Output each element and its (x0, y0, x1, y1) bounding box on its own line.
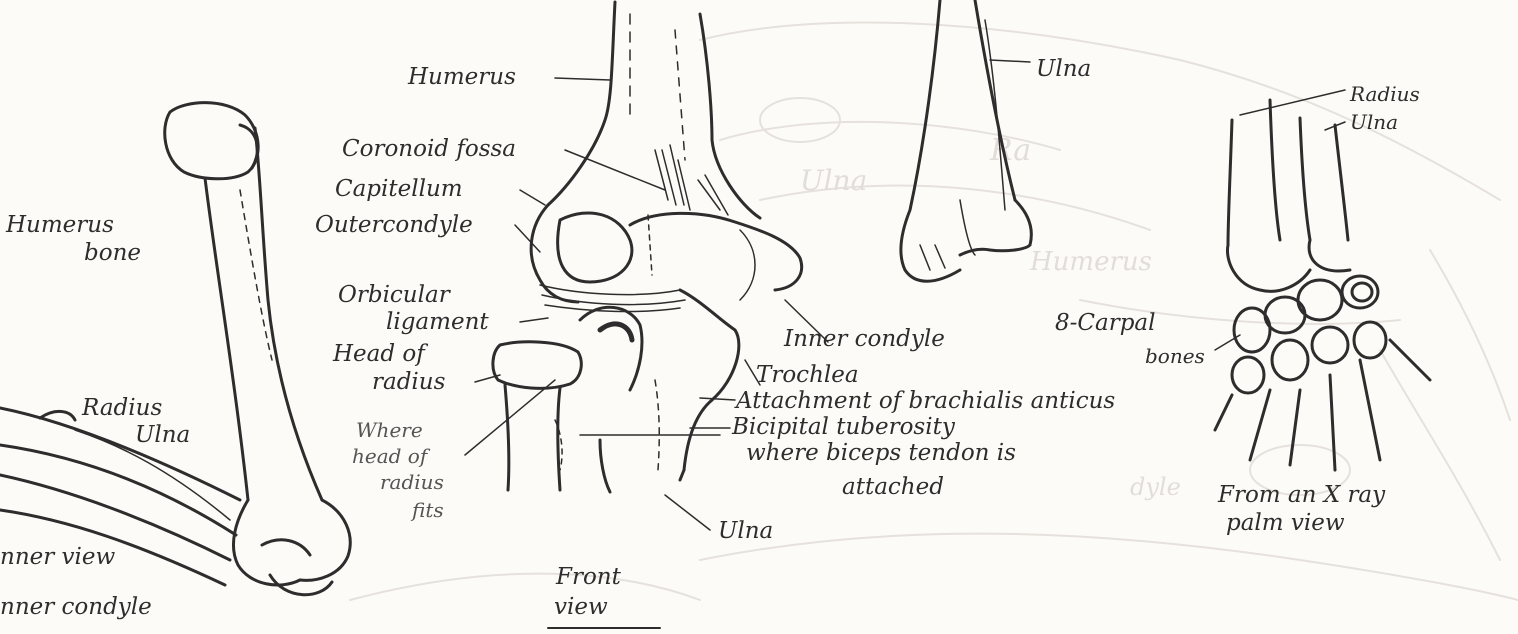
label-inner-view: nner view (0, 546, 115, 569)
label-humerus-bone-2: bone (84, 242, 141, 265)
xray-wrist-drawing (1215, 90, 1430, 470)
svg-text:dyle: dyle (1130, 473, 1181, 501)
label-carpal-2: bones (1145, 346, 1205, 366)
caption-front: Front (556, 566, 621, 589)
caption-xray-2: palm view (1226, 512, 1345, 535)
svg-text:Humerus: Humerus (1029, 247, 1152, 277)
front-leader-lines (465, 78, 828, 628)
front-radius-drawing (493, 342, 581, 490)
label-orbicular-2: ligament (386, 311, 489, 334)
label-xray-ulna: Ulna (1350, 112, 1398, 132)
label-bicipital-3: attached (842, 476, 944, 499)
label-front-ulna: Ulna (718, 520, 773, 543)
label-where-fits-1: Where (356, 420, 423, 440)
label-inner-condyle: Inner condyle (784, 328, 945, 351)
label-outer-condyle: Outercondyle (315, 214, 473, 237)
label-bicipital-1: Bicipital tuberosity (732, 416, 955, 439)
label-head-of-radius-2: radius (372, 371, 445, 394)
label-humerus-bone-1: Humerus (6, 214, 114, 237)
label-brachialis: Attachment of brachialis anticus (736, 390, 1115, 413)
svg-text:Ulna: Ulna (800, 164, 867, 197)
front-ligament-and-ulna-drawing (540, 285, 739, 492)
label-orbicular-1: Orbicular (338, 284, 450, 307)
label-where-fits-3: radius (380, 472, 444, 492)
label-left-inner-condyle: nner condyle (0, 596, 152, 619)
left-humerus-drawing (165, 103, 350, 595)
label-where-fits-2: head of (352, 446, 427, 466)
label-humerus: Humerus (408, 66, 516, 89)
label-forearm-ulna: Ulna (1036, 58, 1091, 81)
label-xray-radius: Radius (1350, 84, 1420, 104)
label-where-fits-4: fits (412, 500, 444, 520)
label-bicipital-2: where biceps tendon is (746, 442, 1016, 465)
label-carpal-1: 8-Carpal (1055, 312, 1156, 335)
label-trochlea: Trochlea (756, 364, 859, 387)
label-left-radius: Radius (82, 397, 162, 420)
svg-text:Ra: Ra (989, 133, 1031, 168)
label-coronoid-fossa: Coronoid fossa (342, 138, 516, 161)
label-capitellum: Capitellum (335, 178, 463, 201)
label-left-ulna: Ulna (135, 424, 190, 447)
label-head-of-radius-1: Head of (333, 343, 425, 366)
caption-view: view (554, 596, 608, 619)
caption-xray-1: From an X ray (1218, 484, 1385, 507)
